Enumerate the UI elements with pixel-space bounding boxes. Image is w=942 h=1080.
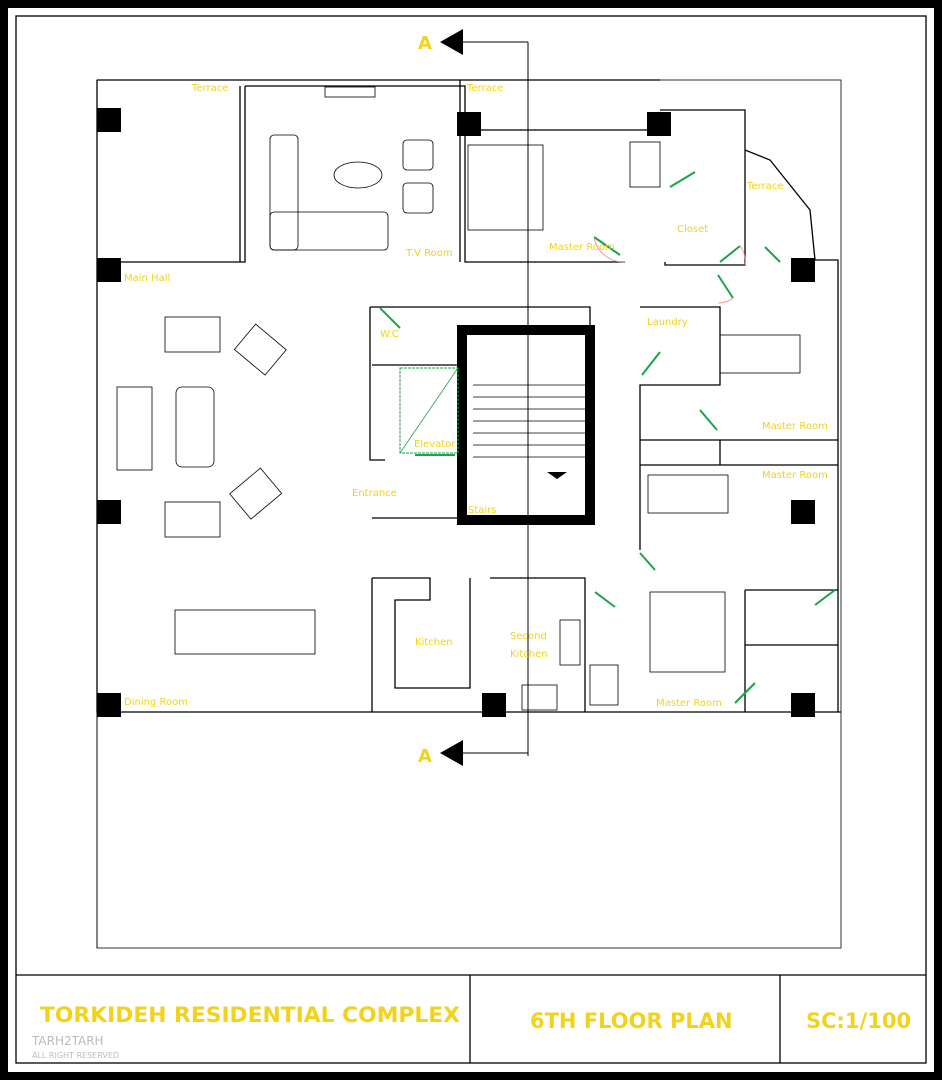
stairwell <box>457 325 595 525</box>
room-label-second-kitchen: Second <box>510 631 547 642</box>
doors <box>379 171 836 704</box>
sofa <box>116 386 153 471</box>
bed <box>647 474 729 514</box>
room-label-master-room: Master Room <box>549 242 615 253</box>
center-table <box>175 386 215 468</box>
watermark-tagline: ALL RIGHT RESERVED <box>32 1051 119 1060</box>
section-marker-top: A <box>418 33 432 54</box>
room-label-terrace: Terrace <box>466 83 503 94</box>
room-label-terrace: Terrace <box>746 181 783 192</box>
section-line: A A <box>418 29 529 767</box>
room-label-dining-room: Dining Room <box>124 697 188 708</box>
room-label-second-kitchen: Kitchen <box>510 649 548 660</box>
sheet-border <box>15 15 927 1064</box>
desk <box>589 664 619 706</box>
dining-table <box>174 609 316 655</box>
room-label-elevator: Elevator <box>414 439 456 450</box>
stove <box>521 684 558 711</box>
room-label-kitchen: Kitchen <box>415 637 453 648</box>
sink <box>559 619 581 666</box>
scale-label: SC:1/100 <box>806 1009 911 1033</box>
room-label-master-room: Master Room <box>762 470 828 481</box>
room-label-terrace: Terrace <box>191 83 228 94</box>
room-label-main-hall: Main Hall <box>124 273 170 284</box>
section-arrow-icon <box>440 740 463 766</box>
room-label-entrance: Entrance <box>352 488 397 499</box>
room-label-tv-room: T.V Room <box>405 248 453 259</box>
section-marker-bottom: A <box>418 746 432 767</box>
armchair <box>402 139 434 171</box>
room-label-master-room: Master Room <box>762 421 828 432</box>
armchair <box>229 467 283 520</box>
sofa <box>164 501 221 538</box>
armchair <box>402 182 434 214</box>
room-labels: Terrace Terrace Terrace T.V Room Main Ha… <box>124 83 828 709</box>
room-label-master-room: Master Room <box>656 698 722 709</box>
coffee-table <box>333 161 383 189</box>
furniture <box>116 86 801 711</box>
room-label-closet: Closet <box>677 224 708 235</box>
elevator-shaft <box>399 367 459 454</box>
title-block: TORKIDEH RESIDENTIAL COMPLEX TARH2TARH A… <box>31 1003 911 1060</box>
bed <box>649 591 726 673</box>
watermark-logo: TARH2TARH <box>31 1034 104 1048</box>
sectional-sofa <box>269 134 299 251</box>
project-title: TORKIDEH RESIDENTIAL COMPLEX <box>40 1003 460 1027</box>
structural-columns <box>97 108 815 717</box>
sofa <box>164 316 221 353</box>
room-label-wc: W.C <box>380 329 399 340</box>
section-arrow-icon <box>440 29 463 55</box>
sheet-title: 6TH FLOOR PLAN <box>530 1009 733 1033</box>
room-label-stairs: Stairs <box>468 505 497 516</box>
room-label-laundry: Laundry <box>647 317 688 328</box>
drawing-sheet: A A Terrace Terrace Terrace T.V Room Mai… <box>8 8 934 1072</box>
bed <box>467 144 544 231</box>
floor-plan: A A Terrace Terrace Terrace T.V Room Mai… <box>15 15 927 1064</box>
armchair <box>233 323 287 376</box>
desk <box>629 141 661 188</box>
bed <box>719 334 801 374</box>
